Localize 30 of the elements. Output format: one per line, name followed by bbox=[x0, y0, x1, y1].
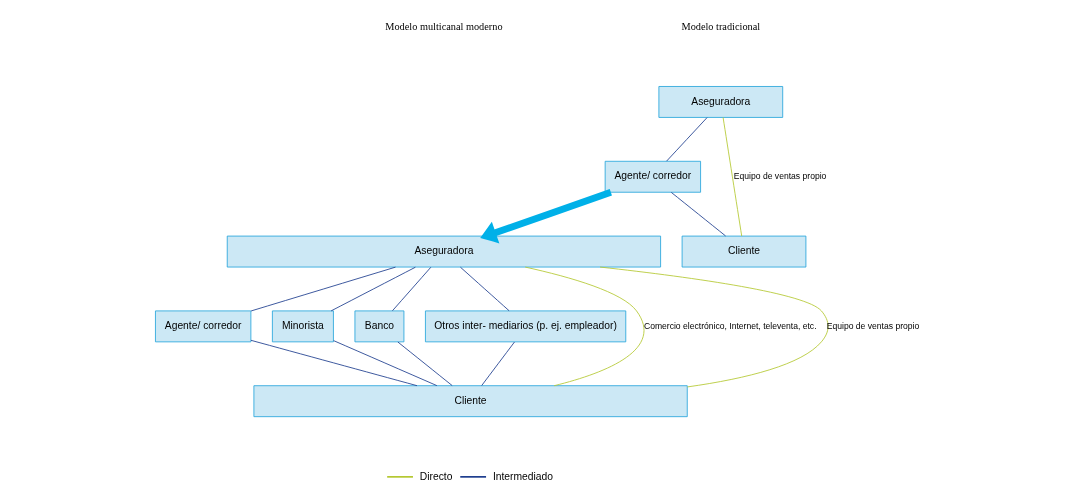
node-box: Aseguradora bbox=[657, 86, 783, 118]
node-box: Otros inter- mediarios (p. ej. empleador) bbox=[424, 310, 626, 343]
node-box: Agente/ corredor bbox=[154, 310, 251, 343]
edge-label: Equipo de ventas propio bbox=[733, 170, 826, 181]
label: Modelo multicanal moderno bbox=[384, 20, 503, 32]
connector bbox=[722, 117, 742, 237]
legend-label: Directo bbox=[419, 470, 452, 482]
connector bbox=[665, 117, 707, 162]
connector bbox=[250, 339, 417, 387]
connector bbox=[396, 341, 453, 386]
arrow bbox=[479, 189, 612, 244]
node-box: Agente/ corredor bbox=[604, 160, 701, 193]
edge-label: Comercio electrónico, Internet, televenta, etc. bbox=[643, 320, 817, 331]
edge-label: Equipo de ventas propio bbox=[826, 320, 919, 331]
node-box: Minorista bbox=[271, 310, 334, 343]
node-box: Cliente bbox=[252, 385, 688, 418]
connector bbox=[670, 192, 726, 237]
connector bbox=[480, 341, 515, 386]
connector bbox=[330, 266, 416, 312]
connector bbox=[524, 266, 644, 387]
connector bbox=[391, 266, 431, 312]
connector bbox=[459, 266, 510, 312]
legend-label: Intermediado bbox=[492, 470, 553, 482]
node-box: Cliente bbox=[681, 235, 806, 268]
connector bbox=[250, 266, 396, 312]
label: Modelo tradicional bbox=[680, 20, 760, 32]
connector bbox=[332, 340, 437, 387]
node-box: Aseguradora bbox=[226, 235, 661, 268]
connector bbox=[599, 266, 828, 388]
node-box: Banco bbox=[354, 310, 404, 343]
